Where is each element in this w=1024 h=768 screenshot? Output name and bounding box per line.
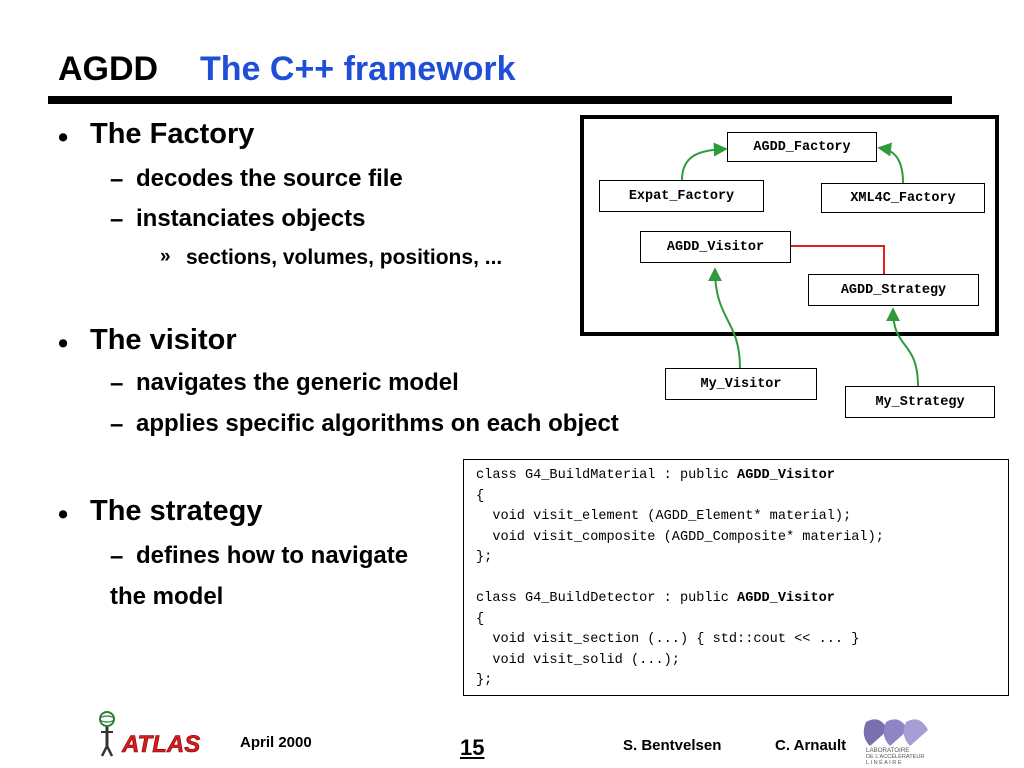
code-line: void visit_solid (...);	[476, 652, 680, 668]
dash-mark: –	[110, 543, 124, 570]
code-class-decl: class G4_BuildDetector : public	[476, 591, 738, 606]
visitor-item-applies: applies specific algorithms on each obje…	[136, 410, 619, 437]
title-prefix: AGDD	[58, 50, 159, 88]
svg-text:LABORATOIRE: LABORATOIRE	[866, 747, 909, 754]
code-class-decl: class G4_BuildMaterial : public	[476, 468, 738, 483]
framework-frame	[580, 115, 999, 336]
dash-mark: –	[110, 206, 124, 233]
atlas-figure-icon	[99, 711, 115, 757]
code-line: class G4_BuildDetector : public AGDD_Vis…	[476, 589, 1008, 610]
bullet-factory: The Factory	[90, 118, 255, 150]
svg-text:L I N É A I R E: L I N É A I R E	[866, 759, 902, 764]
agdd-factory-box: AGDD_Factory	[727, 132, 877, 162]
dash-mark: –	[110, 166, 124, 193]
bullet-dot: •	[58, 328, 69, 360]
footer-date: April 2000	[240, 734, 312, 751]
footer-author-2: C. Arnault	[775, 737, 847, 754]
bullet-visitor: The visitor	[90, 324, 237, 356]
guillemet-mark: »	[160, 246, 171, 267]
strategy-item-line2: the model	[110, 583, 224, 610]
svg-text:DE L'ACCÉLÉRATEUR: DE L'ACCÉLÉRATEUR	[866, 753, 924, 760]
factory-subitem: sections, volumes, positions, ...	[186, 246, 503, 269]
page-title: The C++ framework	[200, 50, 516, 88]
code-line: void visit_section (...) { std::cout << …	[476, 632, 860, 647]
bullet-dot: •	[58, 499, 69, 531]
code-base-class: AGDD_Visitor	[737, 468, 835, 483]
footer-author-1: S. Bentvelsen	[623, 737, 722, 754]
strategy-item-line1: defines how to navigate	[136, 542, 409, 569]
code-blank-line	[476, 569, 1008, 590]
xml4c-factory-box: XML4C_Factory	[821, 183, 985, 213]
bullet-dot: •	[58, 122, 69, 154]
atlas-wordmark: ATLAS	[121, 731, 200, 758]
dash-mark: –	[110, 411, 124, 438]
code-line: {	[476, 488, 485, 504]
code-line: class G4_BuildMaterial : public AGDD_Vis…	[476, 466, 1008, 487]
visitor-item-navigates: navigates the generic model	[136, 369, 459, 396]
expat-factory-box: Expat_Factory	[599, 180, 764, 212]
dash-mark: –	[110, 370, 124, 397]
factory-item-instanciates: instanciates objects	[136, 205, 366, 232]
my-strategy-box: My_Strategy	[845, 386, 995, 418]
factory-item-decodes: decodes the source file	[136, 165, 403, 192]
code-base-class: AGDD_Visitor	[737, 591, 835, 606]
page-number: 15	[460, 735, 485, 760]
code-line: };	[476, 673, 493, 688]
code-line: {	[476, 611, 485, 627]
title-divider	[48, 96, 952, 104]
agdd-strategy-box: AGDD_Strategy	[808, 274, 979, 306]
my-visitor-box: My_Visitor	[665, 368, 817, 400]
code-line: };	[476, 550, 493, 565]
code-line: void visit_composite (AGDD_Composite* ma…	[476, 529, 884, 545]
code-listing: class G4_BuildMaterial : public AGDD_Vis…	[463, 459, 1009, 696]
bullet-strategy: The strategy	[90, 495, 263, 527]
code-line: void visit_element (AGDD_Element* materi…	[476, 509, 852, 524]
lal-logo: LABORATOIRE DE L'ACCÉLÉRATEUR L I N É A …	[863, 719, 928, 764]
agdd-visitor-box: AGDD_Visitor	[640, 231, 791, 263]
atlas-logo: ATLAS	[99, 711, 201, 758]
